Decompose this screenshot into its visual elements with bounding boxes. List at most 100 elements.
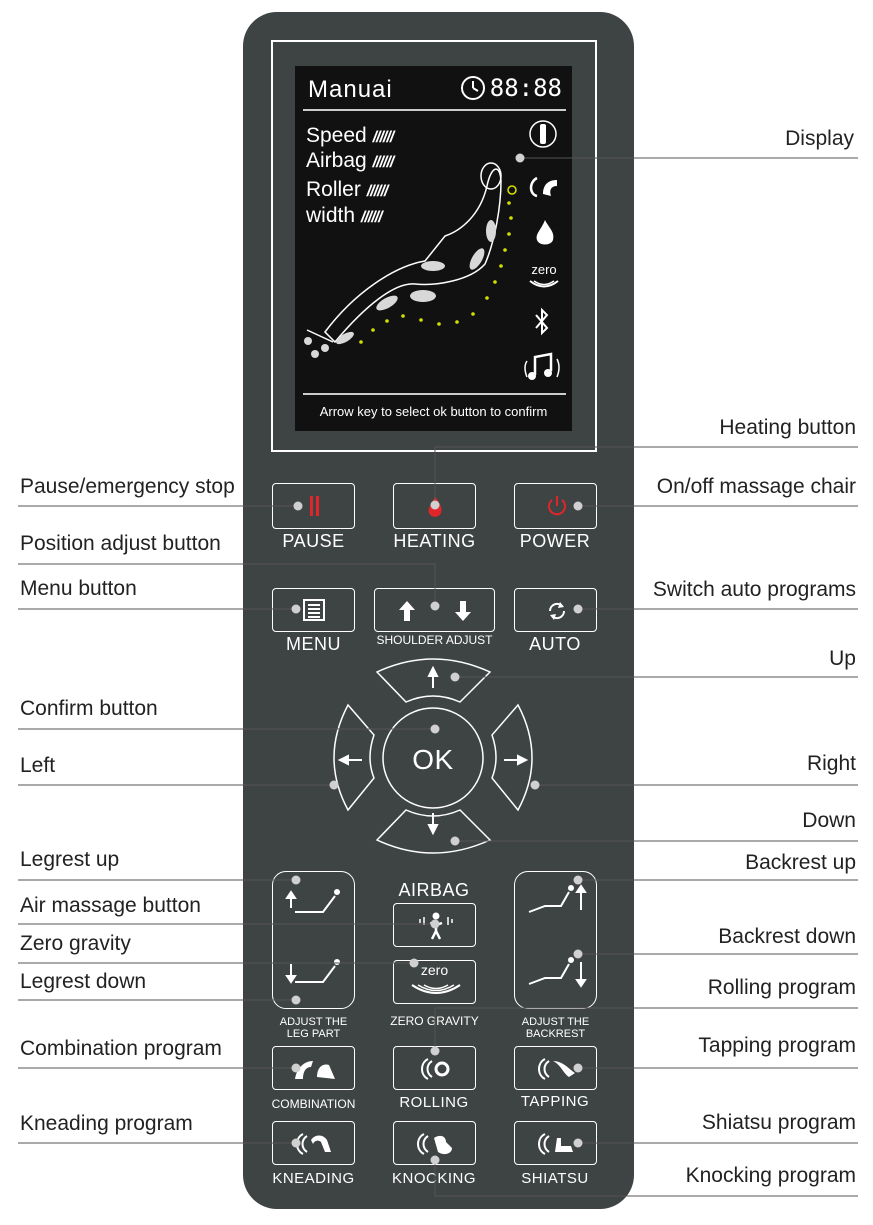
annotation-pause-stop: Pause/emergency stop: [20, 475, 235, 498]
zero-gravity-icon: [529, 280, 559, 288]
speed-bars: //////: [372, 129, 395, 146]
annotation-display: Display: [785, 127, 854, 150]
zero-icon-label: zero: [531, 262, 557, 277]
spine-icon: [529, 120, 557, 148]
ok-label: OK: [412, 744, 454, 775]
annotation-knocking-program: Knocking program: [685, 1164, 856, 1187]
annotation-switch-auto: Switch auto programs: [652, 578, 856, 601]
annotation-confirm: Confirm button: [20, 697, 158, 720]
header-divider: [303, 109, 566, 111]
width-bars: //////: [360, 209, 383, 226]
annotation-backrest-up: Backrest up: [745, 851, 856, 874]
down-button[interactable]: [375, 809, 492, 854]
kneading-label: KNEADING: [272, 1170, 355, 1187]
display-frame: [271, 40, 597, 452]
clock-readout: 88:88: [489, 74, 562, 102]
up-down-arrows-icon: [399, 601, 471, 621]
pause-label: PAUSE: [282, 531, 345, 551]
annotation-up: Up: [829, 647, 856, 670]
roller-label: Roller: [306, 178, 361, 201]
knocking-icon: [417, 1133, 452, 1155]
width-label: width: [306, 204, 356, 227]
backrest-up-icon[interactable]: [523, 880, 589, 924]
zero-gravity-label: ZERO GRAVITY: [390, 1014, 479, 1028]
backrest-rocker[interactable]: [514, 871, 597, 1009]
left-button[interactable]: [333, 703, 375, 812]
combination-button[interactable]: [272, 1046, 355, 1090]
annotation-shiatsu-program: Shiatsu program: [701, 1111, 856, 1134]
right-button[interactable]: [491, 703, 533, 812]
power-icon: [548, 496, 566, 516]
annotation-combination-program: Combination program: [20, 1037, 222, 1060]
zero-badge: zero: [420, 962, 449, 978]
annotation-heating-button: Heating button: [719, 416, 856, 439]
adjust-back-line1: ADJUST THE: [521, 1016, 590, 1028]
annotation-rolling-program: Rolling program: [707, 976, 856, 999]
adjust-backrest-label: ADJUST THE BACKREST: [505, 1016, 606, 1040]
heat-flame-icon: [536, 220, 554, 245]
legrest-up-icon[interactable]: [283, 882, 345, 922]
down-arrow-icon: [427, 813, 439, 836]
airbag-button[interactable]: [393, 903, 476, 947]
adjust-leg-label: ADJUST THE LEG PART: [263, 1016, 364, 1040]
auto-button[interactable]: [514, 588, 597, 632]
roller-track-dots: [359, 185, 517, 344]
up-button[interactable]: [375, 658, 492, 703]
backrest-down-icon[interactable]: [523, 952, 589, 996]
menu-list-icon: [303, 599, 325, 621]
airbag-label: AIRBAG: [398, 880, 470, 900]
combination-icon: [295, 1061, 335, 1079]
annotation-down: Down: [802, 809, 856, 832]
shoulder-adjust-label: SHOULDER ADJUST: [376, 633, 493, 647]
heating-label: HEATING: [393, 531, 476, 551]
annotation-right: Right: [806, 752, 856, 775]
power-label: POWER: [519, 531, 591, 551]
width-level: width //////: [306, 204, 383, 228]
mode-title: Manuai: [308, 76, 393, 103]
roller-bars: //////: [366, 183, 389, 200]
lcd-display: Manuai 88:88 Speed ////// Airbag ////// …: [295, 66, 572, 431]
speed-level: Speed //////: [306, 124, 395, 148]
tapping-icon: [538, 1058, 575, 1080]
speed-label: Speed: [306, 124, 367, 147]
adjust-leg-line2: LEG PART: [286, 1028, 341, 1040]
annotation-legrest-down: Legrest down: [20, 970, 147, 993]
auto-label: AUTO: [529, 634, 581, 654]
footer-divider: [303, 393, 566, 395]
tapping-button[interactable]: [514, 1046, 597, 1090]
chair-illustration: [304, 162, 517, 358]
annotation-zero-gravity: Zero gravity: [20, 932, 131, 955]
shiatsu-label: SHIATSU: [521, 1170, 589, 1187]
right-arrow-icon: [504, 754, 529, 766]
zero-gravity-wave-icon: [411, 984, 461, 994]
zero-gravity-button[interactable]: zero: [393, 960, 476, 1004]
annotation-menu-button: Menu button: [20, 577, 137, 600]
annotation-left: Left: [20, 754, 56, 777]
menu-button[interactable]: [272, 588, 355, 632]
legrest-down-icon[interactable]: [283, 954, 345, 994]
shiatsu-icon: [538, 1133, 573, 1155]
annotation-backrest-down: Backrest down: [718, 925, 856, 948]
callout-dots: [291, 153, 583, 1165]
music-icon: [524, 352, 560, 380]
up-arrow-icon: [427, 665, 439, 688]
menu-label: MENU: [286, 634, 341, 654]
clock-icon: [461, 76, 485, 100]
airbag-bars: //////: [372, 154, 395, 171]
pause-icon: [310, 496, 319, 516]
rolling-label: ROLLING: [399, 1094, 469, 1111]
rolling-icon: [421, 1058, 450, 1080]
annotation-on-off: On/off massage chair: [656, 475, 856, 498]
screen-hint: Arrow key to select ok button to confirm: [319, 404, 548, 419]
annotation-legrest-up: Legrest up: [20, 848, 120, 871]
combination-label: COMBINATION: [271, 1097, 356, 1111]
legrest-rocker[interactable]: [272, 871, 355, 1009]
roller-level: Roller //////: [306, 178, 389, 202]
massage-hand-icon: [529, 176, 557, 198]
ok-button[interactable]: [382, 707, 484, 809]
direction-pad: [333, 658, 533, 854]
knocking-label: KNOCKING: [391, 1170, 476, 1187]
airbag-level: Airbag //////: [306, 149, 395, 173]
annotation-position-adjust: Position adjust button: [20, 532, 221, 555]
